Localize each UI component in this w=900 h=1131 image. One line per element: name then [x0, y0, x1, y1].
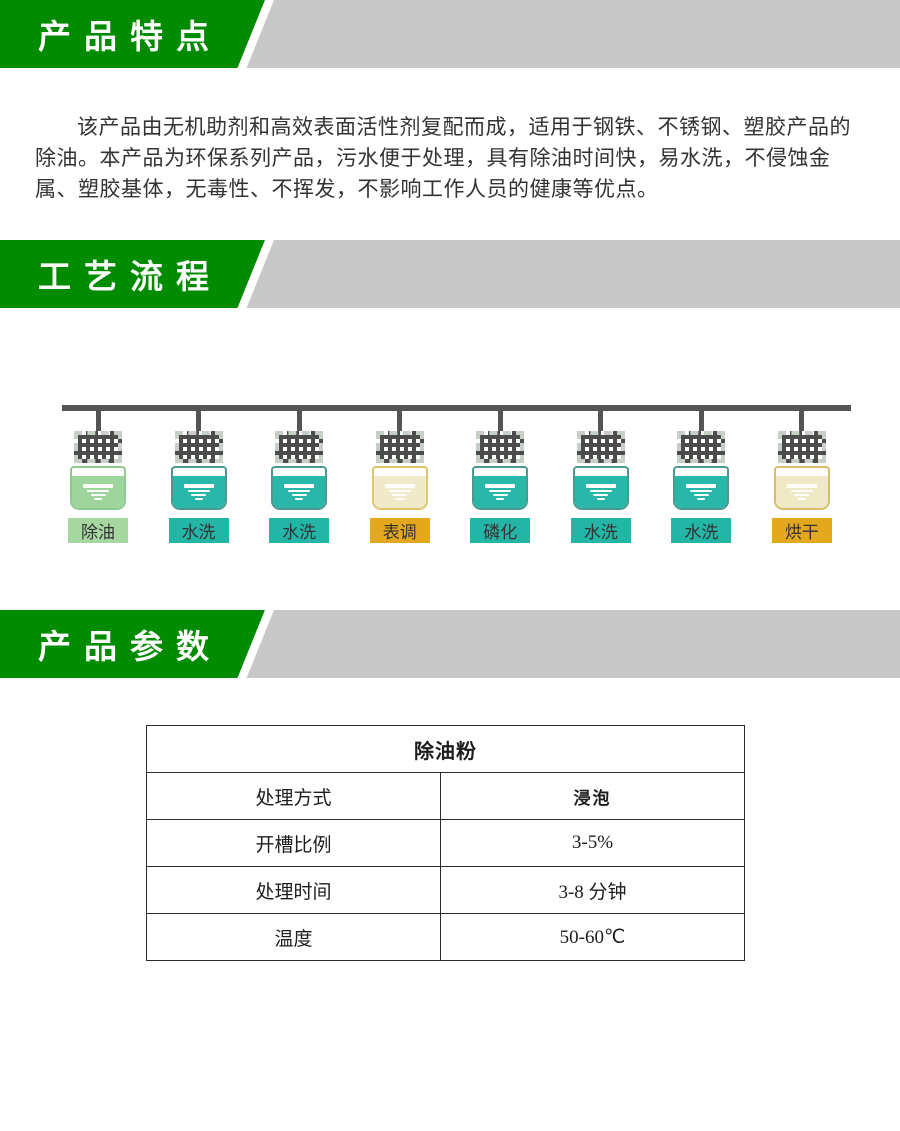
table-title-row: 除油粉 [146, 725, 745, 773]
hanger-rod [497, 411, 503, 431]
param-value: 50-60℃ [440, 913, 745, 961]
process-station: 水洗 [259, 411, 339, 543]
process-station: 烘干 [762, 411, 842, 543]
tank [271, 466, 328, 510]
process-flow-diagram: 除油 水洗 水洗 表调 磷化 水洗 水洗 烘干 [0, 308, 900, 543]
step-label: 除油 [68, 518, 128, 543]
basket-icon [174, 431, 223, 463]
step-label: 表调 [369, 518, 430, 543]
water-level-icon [786, 484, 817, 500]
water-level-icon [284, 484, 315, 500]
tank-liquid [273, 476, 326, 508]
tank [70, 466, 126, 510]
param-name: 开槽比例 [146, 819, 441, 867]
section-title-process: 工艺流程 [38, 258, 222, 295]
table-title: 除油粉 [146, 725, 745, 773]
hanger-rod [799, 411, 805, 431]
features-paragraph: 该产品由无机助剂和高效表面活性剂复配而成，适用于钢铁、不锈钢、塑胶产品的除油。本… [35, 116, 851, 201]
water-level-icon [485, 484, 516, 500]
basket-icon [777, 431, 826, 463]
basket-icon [275, 431, 324, 463]
tank [472, 466, 529, 510]
water-level-icon [183, 484, 214, 500]
param-value: 浸泡 [440, 772, 745, 820]
section-title-features: 产品特点 [38, 18, 222, 55]
process-station: 水洗 [561, 411, 641, 543]
step-label: 水洗 [269, 518, 330, 543]
step-label: 烘干 [771, 518, 832, 543]
tank [773, 466, 830, 510]
hanger-rod [196, 411, 202, 431]
process-station: 水洗 [159, 411, 239, 543]
process-station: 表调 [360, 411, 440, 543]
basket-icon [476, 431, 525, 463]
tank-liquid [675, 476, 728, 508]
tank [673, 466, 730, 510]
param-name: 温度 [146, 913, 441, 961]
param-value: 3-5% [440, 819, 745, 867]
water-level-icon [686, 484, 717, 500]
basket-icon [74, 431, 122, 463]
process-stations: 除油 水洗 水洗 表调 磷化 水洗 水洗 烘干 [0, 411, 900, 543]
param-name: 处理方式 [146, 772, 441, 820]
process-station: 除油 [58, 411, 138, 543]
section-header-features: 产品特点 [0, 0, 900, 68]
step-label: 水洗 [671, 518, 732, 543]
step-label: 磷化 [470, 518, 531, 543]
table-row: 处理方式浸泡 [146, 772, 745, 820]
tank-liquid [474, 476, 527, 508]
tank-liquid [172, 476, 225, 508]
hanger-rod [397, 411, 403, 431]
conveyor-rail [62, 405, 851, 411]
tank-liquid [373, 476, 426, 508]
step-label: 水洗 [168, 518, 229, 543]
water-level-icon [83, 484, 113, 500]
hanger-rod [296, 411, 302, 431]
tank [572, 466, 629, 510]
tank-liquid [72, 476, 124, 508]
section-header-process: 工艺流程 [0, 240, 900, 308]
tank-liquid [775, 476, 828, 508]
basket-icon [677, 431, 726, 463]
water-level-icon [384, 484, 415, 500]
basket-icon [576, 431, 625, 463]
tank [170, 466, 227, 510]
tank [371, 466, 428, 510]
hanger-rod [698, 411, 704, 431]
hanger-rod [95, 411, 101, 431]
basket-icon [375, 431, 424, 463]
water-level-icon [585, 484, 616, 500]
param-value: 3-8 分钟 [440, 866, 745, 914]
hanger-rod [598, 411, 604, 431]
process-station: 磷化 [460, 411, 540, 543]
tank-liquid [574, 476, 627, 508]
step-label: 水洗 [570, 518, 631, 543]
process-station: 水洗 [661, 411, 741, 543]
section-title-params: 产品参数 [38, 628, 222, 665]
section-header-params: 产品参数 [0, 610, 900, 678]
param-name: 处理时间 [146, 866, 441, 914]
